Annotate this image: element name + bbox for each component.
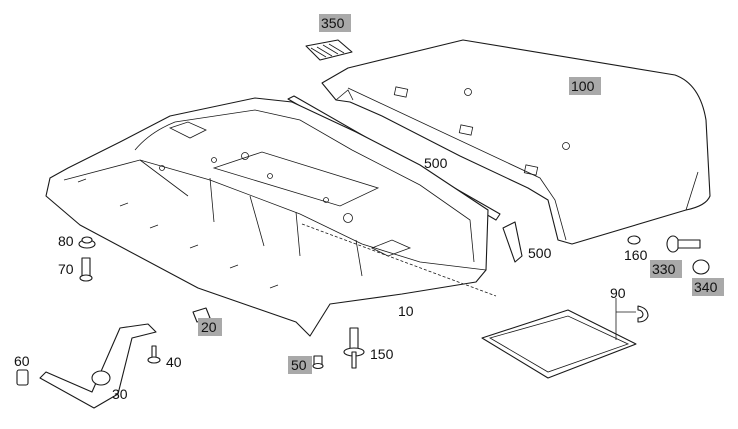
callout-160: 160 <box>624 247 648 263</box>
callout-50: 50 <box>291 357 307 373</box>
part-50-clip[interactable] <box>312 355 324 370</box>
part-330-bolt[interactable] <box>666 235 701 253</box>
callout-60: 60 <box>14 353 30 369</box>
callout-100-bg <box>569 77 601 95</box>
part-70-clip[interactable] <box>79 257 93 282</box>
part-100-roof-panel[interactable] <box>321 39 711 245</box>
part-90-frame[interactable] <box>481 298 649 379</box>
callout-330-bg <box>650 260 682 278</box>
part-30-bracket[interactable] <box>39 323 157 409</box>
callout-70: 70 <box>58 261 74 277</box>
callout-30: 30 <box>112 386 128 402</box>
callout-340-bg <box>692 278 724 296</box>
callout-10: 10 <box>398 303 414 319</box>
part-350-clip[interactable] <box>305 39 353 61</box>
callout-100: 100 <box>571 78 595 94</box>
callout-340: 340 <box>694 279 718 295</box>
callout-20: 20 <box>201 319 217 335</box>
callout-50-bg <box>288 356 312 374</box>
part-150-screw[interactable] <box>343 327 365 369</box>
part-60-clip[interactable] <box>16 369 29 386</box>
callout-150: 150 <box>370 346 394 362</box>
callout-350-bg <box>319 14 351 32</box>
part-340-nut[interactable] <box>692 259 710 275</box>
part-40-screw[interactable] <box>147 345 161 364</box>
part-80-grommet[interactable] <box>78 236 96 249</box>
part-10-headliner[interactable] <box>45 97 497 337</box>
callout-90: 90 <box>610 285 626 301</box>
callout-350: 350 <box>321 15 345 31</box>
callout-80: 80 <box>58 233 74 249</box>
part-160-washer[interactable] <box>627 235 641 245</box>
callout-40: 40 <box>166 354 182 370</box>
callout-500-upper: 500 <box>424 155 448 171</box>
callout-330: 330 <box>652 261 676 277</box>
callout-20-bg <box>198 318 222 336</box>
callout-500-lower: 500 <box>528 245 552 261</box>
